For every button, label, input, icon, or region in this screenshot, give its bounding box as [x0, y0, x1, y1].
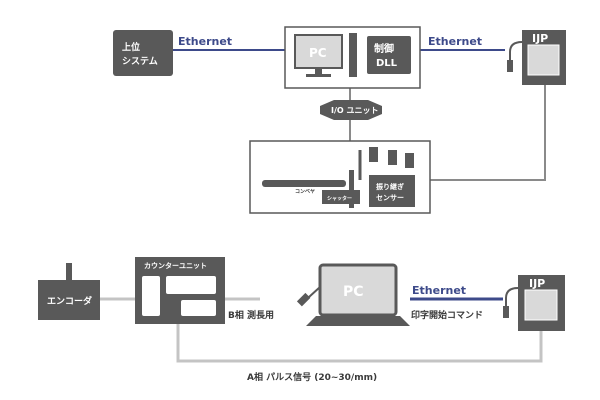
- sensor-1: [369, 147, 378, 162]
- conveyor-label: コンベヤ: [295, 189, 315, 195]
- host-system-box: [113, 30, 173, 76]
- ijp-to-panel-line: [430, 85, 546, 181]
- laptop-screen: [318, 263, 398, 317]
- dll-box: [367, 36, 411, 74]
- a-phase-line: [176, 324, 543, 363]
- sensor-3: [405, 153, 414, 168]
- shutter-box: [322, 190, 360, 204]
- ijp-bottom-label: IJP: [529, 277, 545, 290]
- laptop-base: [306, 316, 410, 326]
- ijp-top-window: [527, 44, 560, 76]
- b-phase-label: B相 測長用: [228, 309, 274, 321]
- ethernet-label-bottom: Ethernet: [412, 284, 466, 297]
- counter-unit-label: カウンターユニット: [144, 261, 207, 270]
- laptop-pc-label: PC: [343, 284, 364, 300]
- pc-monitor-stand: [315, 68, 322, 74]
- dll-label-2: DLL: [376, 58, 398, 69]
- shutter-label: シャッター: [327, 195, 352, 202]
- ethernet-label-right: Ethernet: [428, 35, 482, 48]
- ijp-bottom-window: [524, 289, 558, 321]
- sensor-label-2: センサー: [376, 194, 404, 202]
- dll-label-1: 制御: [374, 42, 394, 55]
- io-unit-label: I/O ユニット: [331, 106, 378, 115]
- sensor-2: [388, 150, 397, 165]
- host-system-label-1: 上位: [122, 41, 140, 53]
- encoder-shaft: [66, 263, 72, 282]
- sensor-box: [369, 175, 415, 207]
- conveyor-belt: [262, 180, 346, 187]
- a-phase-label: A相 パルス信号 (20~30/mm): [247, 371, 377, 383]
- ijp-bottom-cable: [505, 287, 519, 306]
- ijp-top-cable: [509, 41, 523, 60]
- pc-monitor-label: PC: [309, 46, 327, 60]
- ijp-top-head: [507, 60, 513, 72]
- pc-monitor-base: [306, 74, 331, 77]
- pc-tower: [349, 33, 357, 77]
- host-system-label-2: システム: [122, 56, 158, 67]
- scanner-cable: [308, 286, 321, 298]
- print-start-label: 印字開始コマンド: [411, 309, 483, 321]
- ijp-top-label: IJP: [532, 32, 548, 45]
- sensor-label-1: 振り継ぎ: [376, 182, 404, 191]
- ethernet-label-left: Ethernet: [178, 35, 232, 48]
- encoder-box: [38, 280, 100, 320]
- counter-slot-3: [181, 300, 216, 316]
- scanner-head: [296, 292, 311, 307]
- encoder-label: エンコーダ: [47, 295, 92, 307]
- counter-slot-2: [166, 276, 216, 294]
- counter-slot-1: [142, 276, 160, 316]
- ijp-bottom-head: [503, 306, 509, 318]
- shutter-pole: [349, 170, 354, 208]
- io-unit-box: [320, 100, 382, 120]
